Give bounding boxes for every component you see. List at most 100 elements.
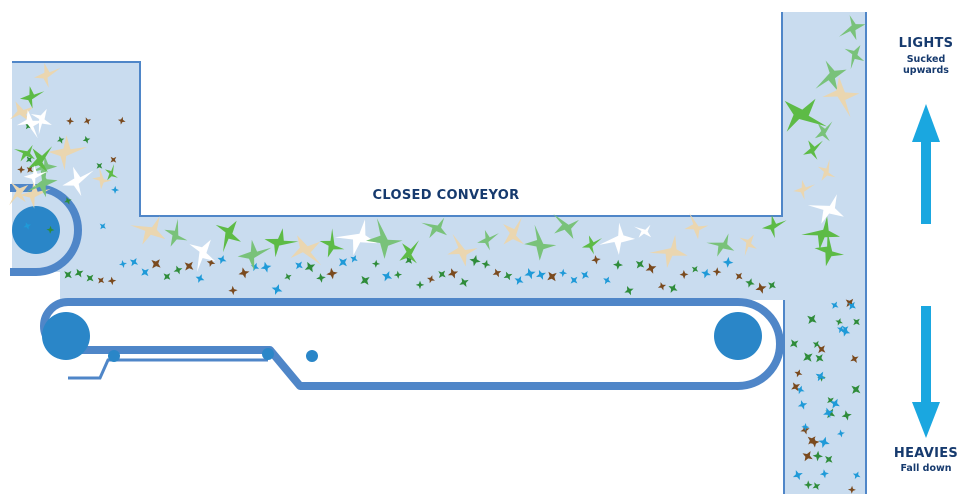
particle [26,166,33,173]
particle [793,179,815,200]
particle [679,270,689,279]
particle [807,194,844,224]
particle [399,240,419,264]
particle [825,455,833,464]
particle [46,225,55,234]
particle [706,233,735,257]
arrow-up-icon [912,104,940,224]
particle [797,400,808,410]
particle [381,271,393,282]
particle [334,219,378,256]
particle [66,117,75,126]
particle [634,224,652,238]
particle [624,286,634,296]
particle [802,451,813,462]
particle [459,277,469,287]
particle [815,371,826,382]
particle [796,385,805,395]
particle [195,274,205,283]
particle [524,224,557,261]
particle [852,471,861,480]
particle [840,326,851,337]
particle [304,261,316,273]
particle [164,218,188,247]
particle [822,76,860,118]
particle [790,339,799,348]
particle [807,314,817,324]
particle [492,268,502,278]
particle [536,269,546,280]
particle [97,277,105,284]
particle [803,480,813,490]
particle [215,220,241,253]
heavies-subtitle: Fall down [900,463,952,474]
particle [791,382,800,392]
particle [23,222,31,230]
conveyor-duct [12,12,866,494]
particle [837,325,845,334]
particle [130,216,166,245]
particle [19,180,51,209]
particle [837,429,845,438]
particle [739,234,757,257]
particle [427,275,435,284]
particle [745,278,755,288]
particle [110,156,117,163]
belt-idler-3 [306,350,318,362]
particle [371,259,381,268]
particle [34,62,61,88]
particle [841,410,852,421]
particle [64,270,72,279]
belt-idler-1 [108,350,120,362]
particle [104,164,118,181]
particle [250,262,260,272]
particle [469,255,481,267]
particle [851,384,861,394]
particle [438,270,446,278]
particle [19,86,45,109]
heavies-title: HEAVIES [893,446,959,461]
particle [62,166,94,197]
particle [603,276,611,285]
particle [30,108,52,135]
particle [339,258,347,267]
particle [316,273,326,283]
particle [447,268,459,279]
particle [415,280,425,290]
particle [163,273,171,280]
particle [657,282,667,291]
particle [319,228,345,258]
closed-conveyor-label: CLOSED CONVEYOR [372,188,520,203]
particle [570,276,578,284]
particle [83,117,91,125]
lights-title: LIGHTS [898,36,954,51]
particle [23,165,48,188]
particle [803,352,813,362]
particle [691,266,699,273]
particle [847,485,856,494]
particle [755,282,767,294]
particle [447,233,478,267]
particle [850,354,859,363]
particle [830,398,840,409]
particle [129,258,139,267]
particle [844,45,865,70]
particle [814,232,844,267]
particle [835,318,843,326]
particle [818,159,836,181]
particle [831,301,839,309]
belt-return-line [68,358,268,380]
particle [16,110,43,139]
particle [547,271,557,282]
particle [784,98,827,132]
feed-belt [10,184,82,276]
particle [290,235,322,265]
particle [801,216,840,250]
particle [514,276,524,285]
belt-left-roller [42,312,90,360]
particle [477,230,499,251]
particle [295,261,303,270]
particle [553,214,579,239]
particle [119,260,127,268]
